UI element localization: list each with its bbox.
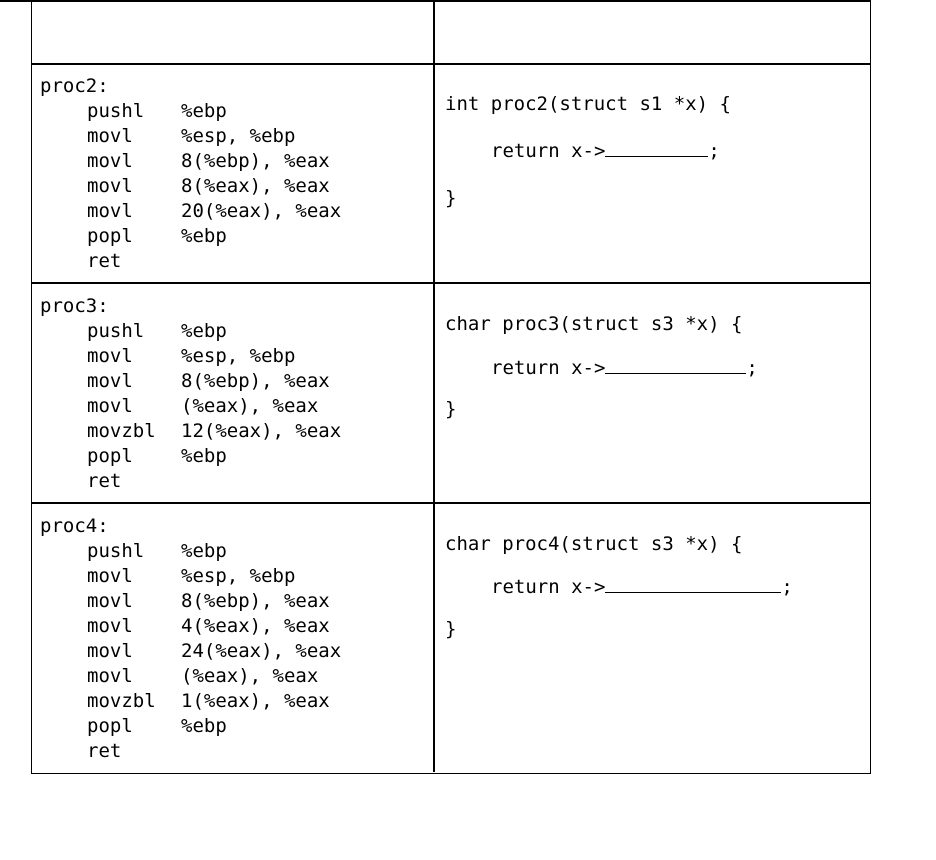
asm-opcode: movl — [87, 640, 133, 662]
asm-operand: %ebp — [181, 320, 227, 342]
assembly-c-table: proc2: pushl %ebp movl %esp, %ebp movl 8… — [31, 0, 871, 774]
c-return-line: return x->; — [491, 138, 720, 164]
c-return-line: return x->; — [491, 574, 793, 600]
c-signature: char proc3(struct s3 *x) { — [445, 313, 743, 335]
row-divider — [32, 282, 870, 284]
proc-label: proc2: — [40, 75, 109, 97]
asm-operand: (%eax), %eax — [181, 665, 319, 687]
asm-operand: 8(%ebp), %eax — [181, 590, 330, 612]
answer-blank[interactable] — [605, 355, 747, 374]
asm-operand: 8(%ebp), %eax — [181, 370, 330, 392]
asm-opcode: movl — [87, 200, 133, 222]
asm-operand: 4(%eax), %eax — [181, 615, 330, 637]
answer-blank[interactable] — [605, 138, 709, 157]
asm-operand: 8(%ebp), %eax — [181, 150, 330, 172]
c-semicolon: ; — [708, 140, 720, 162]
column-divider — [433, 0, 435, 772]
proc-label: proc4: — [40, 515, 109, 537]
asm-operand: 8(%eax), %eax — [181, 175, 330, 197]
asm-operand: 20(%eax), %eax — [181, 200, 342, 222]
asm-operand: %esp, %ebp — [181, 125, 296, 147]
asm-operand: 1(%eax), %eax — [181, 690, 330, 712]
proc-label: proc3: — [40, 295, 109, 317]
asm-operand: %esp, %ebp — [181, 345, 296, 367]
asm-opcode: ret — [87, 740, 122, 762]
asm-opcode: pushl — [87, 320, 145, 342]
asm-opcode: movl — [87, 665, 133, 687]
asm-opcode: ret — [87, 470, 122, 492]
asm-operand: %ebp — [181, 100, 227, 122]
asm-opcode: movzbl — [87, 690, 156, 712]
asm-operand: %ebp — [181, 540, 227, 562]
c-close-brace: } — [445, 618, 457, 640]
row-divider — [32, 63, 870, 65]
c-signature: int proc2(struct s1 *x) { — [445, 93, 731, 115]
asm-operand: %ebp — [181, 715, 227, 737]
asm-opcode: movl — [87, 345, 133, 367]
asm-operand: (%eax), %eax — [181, 395, 319, 417]
asm-opcode: movzbl — [87, 420, 156, 442]
table-top-border — [0, 0, 871, 2]
asm-operand: %ebp — [181, 445, 227, 467]
asm-operand: %esp, %ebp — [181, 565, 296, 587]
asm-opcode: movl — [87, 150, 133, 172]
asm-opcode: movl — [87, 565, 133, 587]
asm-operand: 24(%eax), %eax — [181, 640, 342, 662]
c-return-line: return x->; — [491, 355, 758, 381]
answer-blank[interactable] — [605, 574, 782, 593]
asm-opcode: movl — [87, 395, 133, 417]
c-semicolon: ; — [746, 357, 758, 379]
c-close-brace: } — [445, 187, 457, 209]
row-divider — [32, 502, 870, 504]
asm-opcode: popl — [87, 445, 133, 467]
asm-opcode: popl — [87, 225, 133, 247]
asm-operand: 12(%eax), %eax — [181, 420, 342, 442]
asm-opcode: movl — [87, 370, 133, 392]
c-return-prefix: return x-> — [491, 576, 606, 598]
c-signature: char proc4(struct s3 *x) { — [445, 533, 743, 555]
asm-opcode: movl — [87, 175, 133, 197]
c-return-prefix: return x-> — [491, 140, 606, 162]
asm-opcode: pushl — [87, 540, 145, 562]
asm-opcode: ret — [87, 250, 122, 272]
asm-opcode: pushl — [87, 100, 145, 122]
c-return-prefix: return x-> — [491, 357, 606, 379]
c-semicolon: ; — [781, 576, 793, 598]
asm-operand: %ebp — [181, 225, 227, 247]
asm-opcode: movl — [87, 590, 133, 612]
c-close-brace: } — [445, 398, 457, 420]
asm-opcode: movl — [87, 125, 133, 147]
asm-opcode: popl — [87, 715, 133, 737]
asm-opcode: movl — [87, 615, 133, 637]
